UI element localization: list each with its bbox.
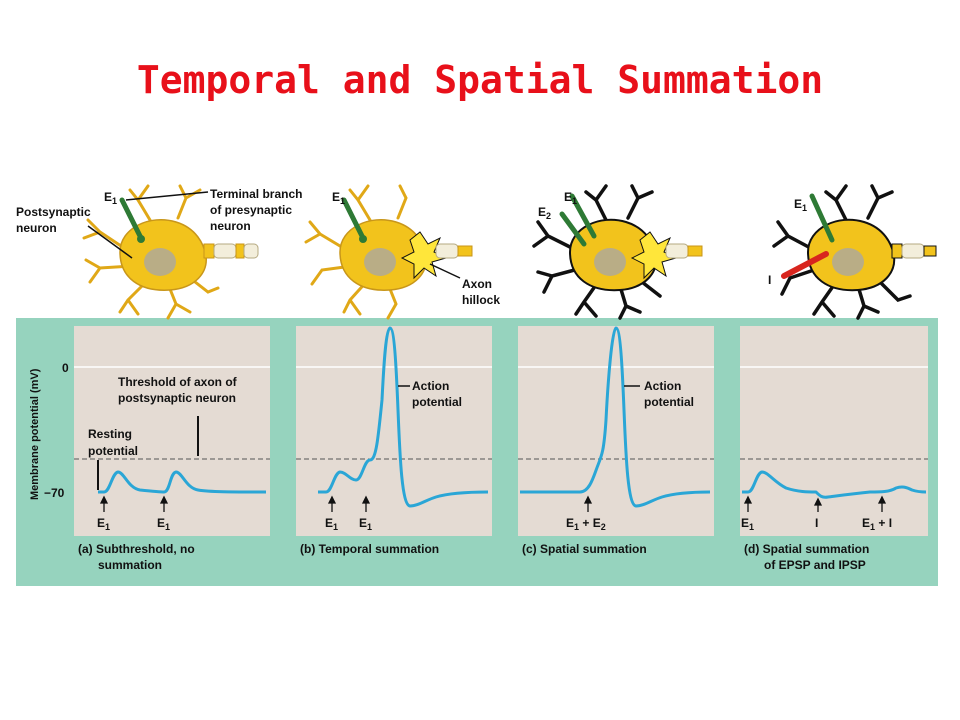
label-hillock-line1: Axon — [462, 277, 492, 291]
membrane-traces — [98, 326, 927, 508]
page-title: Temporal and Spatial Summation — [136, 58, 824, 102]
caption-d-line1: (d) Spatial summation — [744, 542, 869, 556]
label-e1-a: E1 — [104, 190, 117, 206]
caption-d-line2: of EPSP and IPSP — [764, 558, 866, 572]
action-potential-c-line1: Action — [644, 379, 681, 393]
action-potential-b-line2: potential — [412, 395, 462, 409]
caption-a-line1: (a) Subthreshold, no — [78, 542, 195, 556]
label-e2-c: E2 — [538, 205, 551, 221]
trace-d — [742, 470, 927, 499]
caption-c-line1: (c) Spatial summation — [522, 542, 647, 556]
stimulus-label-d2: I — [815, 516, 818, 530]
resting-label-line1: Resting — [88, 427, 132, 441]
graph-panel-b — [296, 326, 492, 536]
neuron-illustration-a — [82, 184, 259, 320]
resting-label-line2: potential — [88, 444, 138, 458]
stimulus-label-b1: E1 — [325, 516, 338, 532]
neuron-illustration-c — [532, 184, 703, 320]
graph-panel-c — [518, 326, 714, 536]
label-terminal-line3: neuron — [210, 219, 251, 233]
stimulus-label-c1: E1 + E2 — [566, 516, 606, 532]
neuron-illustration-d — [772, 184, 937, 320]
label-postsynaptic-line1: Postsynaptic — [16, 205, 91, 219]
label-e1-d: E1 — [794, 197, 807, 213]
label-inhibitory-d: I — [768, 273, 771, 287]
y-tick-minus-70: −70 — [44, 486, 65, 500]
y-tick-0: 0 — [62, 361, 69, 375]
trace-c — [520, 326, 711, 508]
threshold-label-line1: Threshold of axon of — [118, 375, 238, 389]
label-terminal-line1: Terminal branch — [210, 187, 302, 201]
label-e1-b: E1 — [332, 190, 345, 206]
action-potential-b-line1: Action — [412, 379, 449, 393]
action-potential-c-line2: potential — [644, 395, 694, 409]
trace-b — [318, 326, 489, 508]
threshold-label-line2: postsynaptic neuron — [118, 391, 236, 405]
stimulus-arrows — [99, 495, 887, 512]
stimulus-label-b2: E1 — [359, 516, 372, 532]
y-axis-label: Membrane potential (mV) — [29, 368, 41, 500]
stimulus-label-d1: E1 — [741, 516, 754, 532]
stimulus-label-a1: E1 — [97, 516, 110, 532]
label-hillock-line2: hillock — [462, 293, 500, 307]
neuron-illustration-b — [304, 184, 473, 320]
trace-a — [98, 470, 267, 494]
graph-panel-d — [740, 326, 928, 536]
stimulus-label-d3: E1 + I — [862, 516, 892, 532]
label-postsynaptic-line2: neuron — [16, 221, 57, 235]
caption-b-line1: (b) Temporal summation — [300, 542, 439, 556]
stimulus-label-a2: E1 — [157, 516, 170, 532]
label-terminal-line2: of presynaptic — [210, 203, 292, 217]
caption-a-line2: summation — [98, 558, 162, 572]
label-e1-c: E1 — [564, 190, 577, 206]
